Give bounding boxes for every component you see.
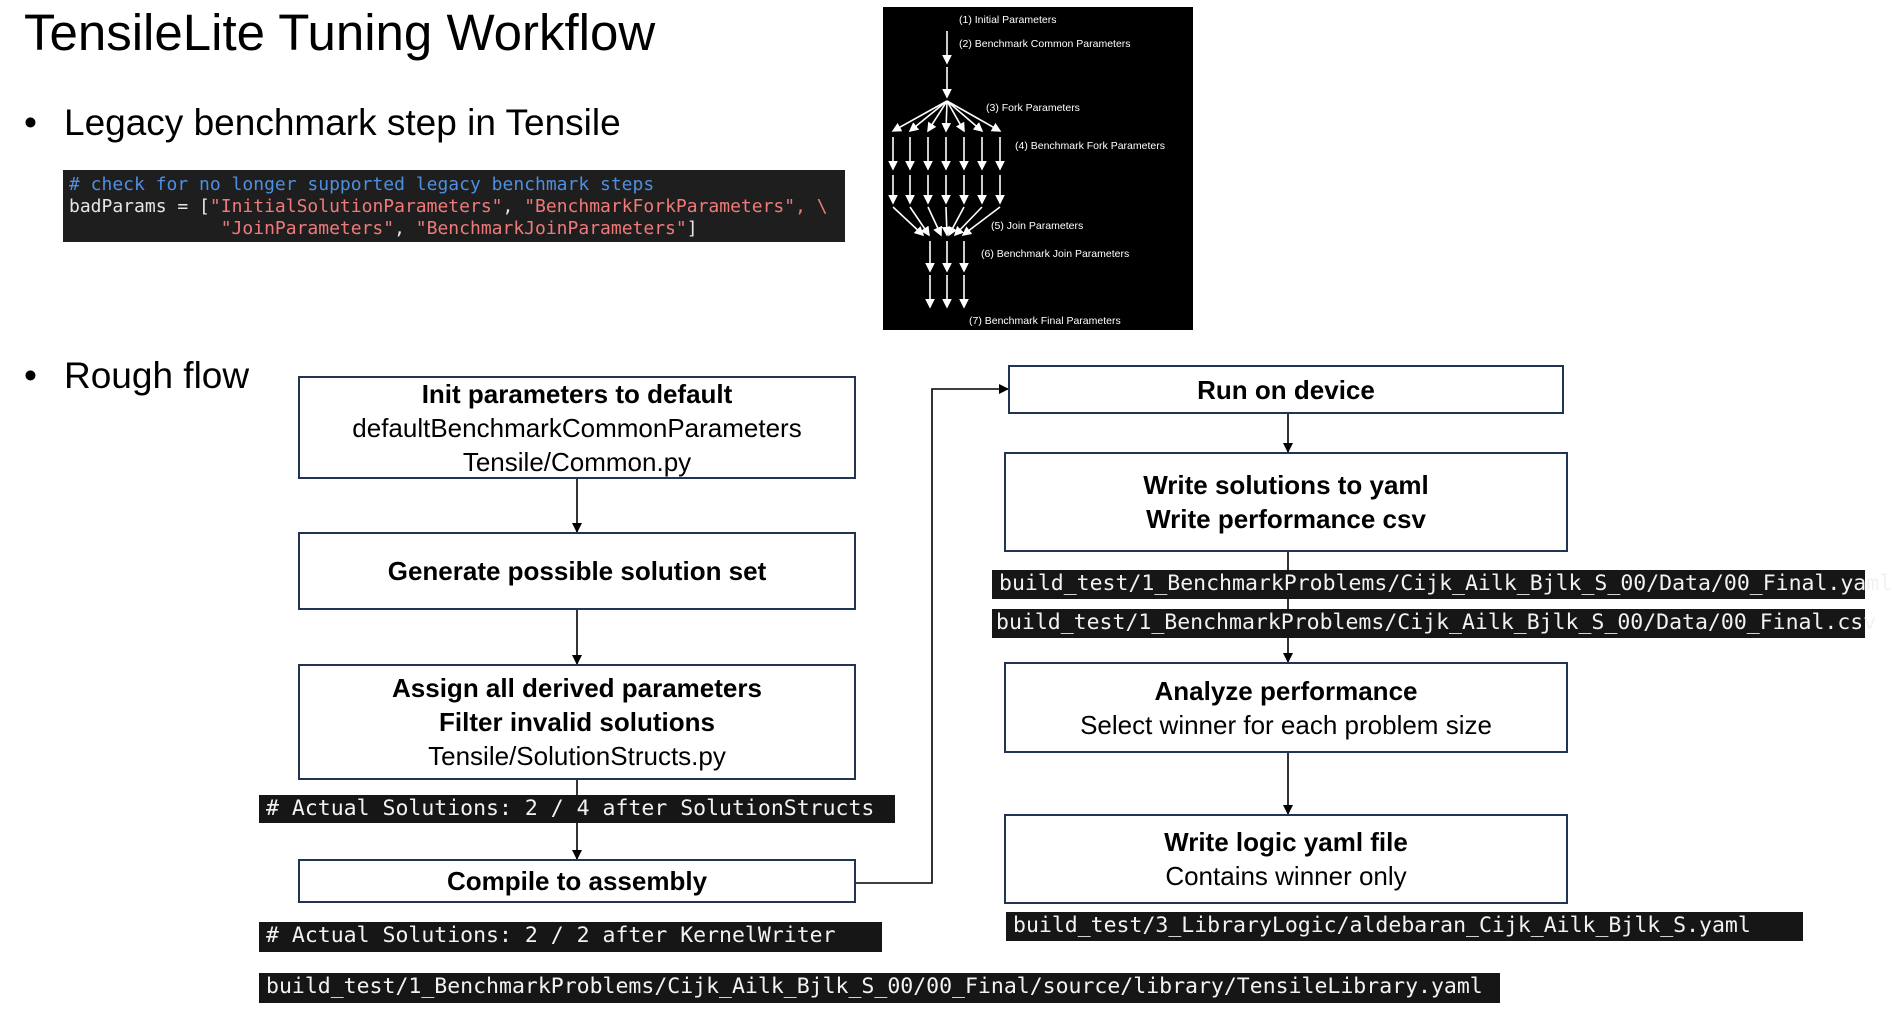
analyze-box-title: Analyze performance bbox=[1154, 675, 1418, 706]
code-text: , bbox=[394, 218, 416, 239]
legacy-flow-diagram: (1) Initial Parameters (2) Benchmark Com… bbox=[883, 7, 1193, 330]
terminal-final-yaml-path: build_test/1_BenchmarkProblems/Cijk_Ailk… bbox=[992, 570, 1892, 599]
bullet-dot: • bbox=[24, 355, 37, 396]
bullet-rough-flow-text: Rough flow bbox=[64, 355, 250, 396]
terminal-actual-solutions-1: # Actual Solutions: 2 / 4 after Solution… bbox=[259, 795, 895, 823]
code-text: , \ bbox=[795, 196, 828, 217]
bullet-rough-flow: • Rough flow bbox=[24, 353, 249, 399]
code-text: ] bbox=[686, 218, 698, 239]
analyze-box-line2: Select winner for each problem size bbox=[1080, 709, 1492, 740]
code-string: "BenchmarkForkParameters" bbox=[524, 196, 796, 217]
legacy-label-3: (3) Fork Parameters bbox=[986, 102, 1080, 114]
write-box-line1: Write solutions to yaml bbox=[1143, 470, 1429, 500]
assign-box-title: Assign all derived parameters bbox=[392, 673, 762, 703]
write-solutions-box: Write solutions to yaml Write performanc… bbox=[1004, 452, 1568, 552]
code-string: "InitialSolutionParameters" bbox=[209, 196, 503, 217]
legacy-label-4: (4) Benchmark Fork Parameters bbox=[1015, 140, 1165, 152]
legacy-label-6: (6) Benchmark Join Parameters bbox=[981, 248, 1129, 260]
legacy-flow-svg: (1) Initial Parameters (2) Benchmark Com… bbox=[888, 14, 1165, 327]
page-title: TensileLite Tuning Workflow bbox=[24, 4, 656, 61]
legacy-label-2: (2) Benchmark Common Parameters bbox=[959, 38, 1131, 50]
terminal-tensile-library-path: build_test/1_BenchmarkProblems/Cijk_Ailk… bbox=[259, 973, 1500, 1003]
bullet-legacy-text: Legacy benchmark step in Tensile bbox=[64, 102, 621, 143]
write-logic-yaml-box: Write logic yaml file Contains winner on… bbox=[1004, 814, 1568, 904]
bullet-dot: • bbox=[24, 102, 37, 143]
assign-box-line2: Filter invalid solutions bbox=[439, 707, 715, 737]
init-box-title: Init parameters to default bbox=[421, 378, 733, 409]
code-comment: # check for no longer supported legacy b… bbox=[69, 174, 655, 195]
terminal-library-logic-path: build_test/3_LibraryLogic/aldebaran_Cijk… bbox=[1006, 912, 1803, 941]
run-box-title: Run on device bbox=[1197, 374, 1375, 405]
code-string: "BenchmarkJoinParameters" bbox=[415, 218, 687, 239]
compile-assembly-box: Compile to assembly bbox=[298, 859, 856, 903]
compile-box-title: Compile to assembly bbox=[446, 866, 708, 896]
init-parameters-box: Init parameters to default defaultBenchm… bbox=[298, 376, 856, 479]
terminal-final-csv-path: build_test/1_BenchmarkProblems/Cijk_Ailk… bbox=[992, 609, 1876, 638]
bullet-legacy: • Legacy benchmark step in Tensile bbox=[24, 100, 621, 146]
legacy-label-5: (5) Join Parameters bbox=[991, 220, 1083, 232]
logic-box-title: Write logic yaml file bbox=[1164, 827, 1408, 857]
code-text: badParams = [ bbox=[69, 196, 210, 217]
terminal-actual-solutions-2: # Actual Solutions: 2 / 2 after KernelWr… bbox=[259, 922, 882, 952]
logic-box-line2: Contains winner only bbox=[1165, 861, 1407, 891]
code-text: , bbox=[502, 196, 525, 217]
legacy-label-1: (1) Initial Parameters bbox=[959, 14, 1056, 26]
code-string: "JoinParameters" bbox=[220, 218, 395, 239]
generate-solutions-box: Generate possible solution set bbox=[298, 532, 856, 610]
generate-box-title: Generate possible solution set bbox=[387, 556, 767, 586]
init-box-line3: Tensile/Common.py bbox=[462, 446, 692, 477]
write-box-line2: Write performance csv bbox=[1146, 504, 1426, 534]
assign-parameters-box: Assign all derived parameters Filter inv… bbox=[298, 664, 856, 780]
run-on-device-box: Run on device bbox=[1008, 365, 1564, 414]
code-snippet: # check for no longer supported legacy b… bbox=[63, 170, 845, 242]
assign-box-line3: Tensile/SolutionStructs.py bbox=[428, 741, 726, 771]
init-box-line2: defaultBenchmarkCommonParameters bbox=[352, 412, 802, 443]
arrow-compile-to-run bbox=[856, 384, 1009, 884]
analyze-performance-box: Analyze performance Select winner for ea… bbox=[1004, 662, 1568, 753]
legacy-label-7: (7) Benchmark Final Parameters bbox=[969, 315, 1121, 327]
